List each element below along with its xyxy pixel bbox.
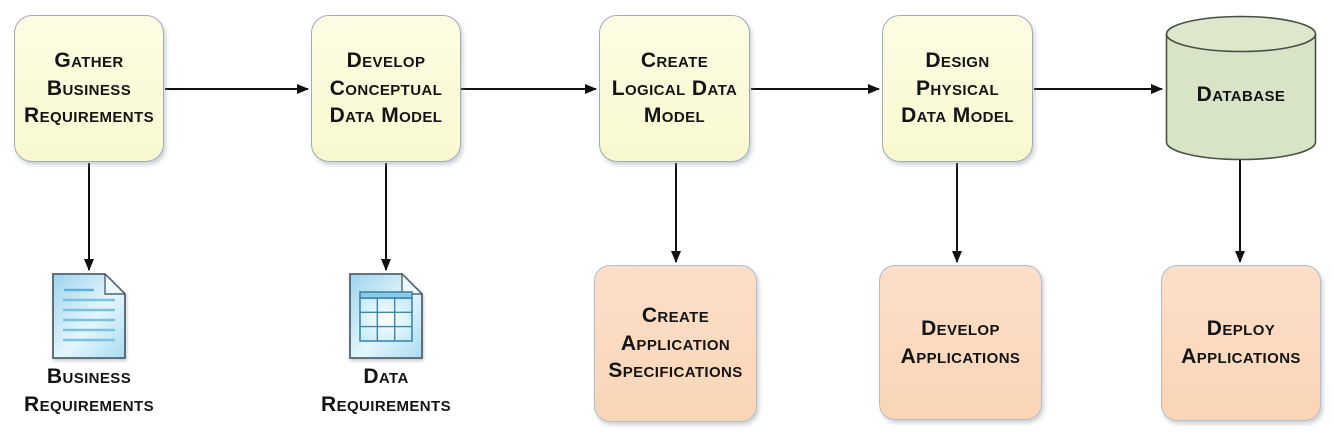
step-label: Create Application Specifications — [608, 303, 743, 383]
step-label: Design Physical Data Model — [901, 48, 1014, 128]
database-label: Database — [1196, 83, 1286, 107]
document-table-icon — [349, 273, 423, 359]
step-label: Deploy Applications — [1181, 317, 1301, 368]
step-develop-conceptual-data-model: Develop Conceptual Data Model — [311, 15, 461, 162]
step-develop-applications: Develop Applications — [879, 265, 1042, 420]
document-text-icon — [52, 273, 126, 359]
step-label: Develop Applications — [900, 316, 1021, 368]
step-label: Develop Conceptual Data Model — [329, 48, 443, 128]
business-requirements-label: Business Requirements — [24, 365, 154, 416]
step-deploy-applications: Deploy Applications — [1161, 265, 1321, 421]
database-node: Database — [1165, 15, 1317, 161]
data-requirements-label: Data Requirements — [321, 365, 451, 416]
step-create-application-specifications: Create Application Specifications — [594, 265, 757, 422]
step-label: Create Logical Data Model — [611, 48, 738, 128]
step-create-logical-data-model: Create Logical Data Model — [599, 15, 750, 162]
step-design-physical-data-model: Design Physical Data Model — [882, 15, 1033, 162]
step-label: Gather Business Requirements — [24, 48, 154, 128]
database-cylinder-icon — [1165, 15, 1317, 161]
step-gather-business-requirements: Gather Business Requirements — [14, 15, 164, 162]
